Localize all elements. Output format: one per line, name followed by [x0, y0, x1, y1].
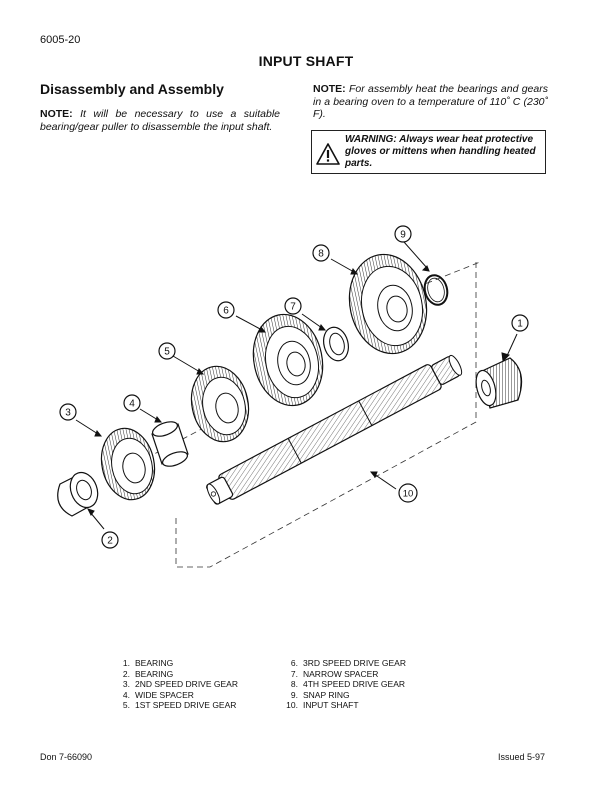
legend-number: 9.	[290, 689, 298, 700]
parts-legend-right: 6. 3RD SPEED DRIVE GEAR 7. NARROW SPACER 8…	[283, 658, 406, 711]
callout-1: 1	[511, 314, 529, 332]
legend-item: 9. SNAP RING	[283, 690, 406, 701]
callout-number: 9	[400, 230, 406, 241]
wide-spacer	[151, 421, 189, 467]
legend-label: 2ND SPEED DRIVE GEAR	[135, 679, 238, 689]
gear-1st-speed	[190, 365, 250, 443]
warning-triangle-icon	[316, 143, 340, 165]
note-text: For assembly heat the bearings and gears…	[313, 83, 548, 120]
legend-label: BEARING	[135, 658, 174, 668]
legend-item: 2. BEARING	[115, 669, 238, 680]
legend-item: 6. 3RD SPEED DRIVE GEAR	[283, 658, 406, 669]
narrow-spacer	[323, 326, 349, 362]
callout-6: 6	[217, 301, 235, 319]
legend-item: 3. 2ND SPEED DRIVE GEAR	[115, 679, 238, 690]
callout-number: 8	[318, 249, 324, 260]
note-label: NOTE:	[313, 83, 346, 95]
callout-2: 2	[101, 531, 119, 549]
note-label: NOTE:	[40, 108, 73, 120]
legend-item: 10. INPUT SHAFT	[283, 700, 406, 711]
legend-label: BEARING	[135, 668, 174, 679]
callout-5: 5	[158, 342, 176, 360]
document-number: Don 7-66090	[40, 752, 93, 762]
note-heating: NOTE: For assembly heat the bearings and…	[313, 83, 548, 121]
legend-number: 3.	[122, 679, 130, 689]
gear-2nd-speed	[100, 427, 156, 501]
legend-label: WIDE SPACER	[135, 689, 194, 700]
legend-label: 3RD SPEED DRIVE GEAR	[303, 658, 406, 668]
legend-number: 1.	[122, 658, 130, 668]
warning-text: WARNING: Always wear heat protective glo…	[345, 134, 536, 169]
legend-label: 1ST SPEED DRIVE GEAR	[135, 700, 237, 710]
callout-leaders	[75, 241, 518, 530]
warning-box: WARNING: Always wear heat protective glo…	[311, 130, 546, 174]
legend-number: 6.	[290, 658, 298, 668]
callout-number: 7	[290, 302, 296, 313]
bearing-2	[57, 471, 99, 517]
snap-ring	[423, 274, 449, 306]
note-text: It will be necessary to use a suitable b…	[40, 108, 280, 133]
legend-item: 4. WIDE SPACER	[115, 690, 238, 701]
note-puller: NOTE: It will be necessary to use a suit…	[40, 108, 280, 133]
callout-number: 6	[223, 306, 229, 317]
legend-label: 4TH SPEED DRIVE GEAR	[303, 679, 406, 689]
legend-number: 4.	[122, 689, 130, 700]
legend-item: 7. NARROW SPACER	[283, 669, 406, 680]
callout-number: 4	[129, 399, 135, 410]
legend-item: 8. 4TH SPEED DRIVE GEAR	[283, 679, 406, 690]
callout-9: 9	[394, 225, 412, 243]
callout-8: 8	[312, 244, 330, 262]
input-shaft	[206, 354, 463, 505]
legend-label: INPUT SHAFT	[303, 700, 359, 710]
section-heading: Disassembly and Assembly	[40, 81, 224, 97]
input-shaft-exploded-diagram: 1 2 3 4 5 6 7 8 9 10	[57, 225, 529, 568]
page-title: INPUT SHAFT	[258, 53, 354, 69]
callout-number: 3	[65, 408, 71, 419]
bearing-1	[475, 357, 523, 409]
legend-number: 10.	[286, 700, 298, 710]
callout-number: 2	[107, 536, 113, 547]
gear-3rd-speed	[252, 313, 324, 407]
legend-label: NARROW SPACER	[303, 668, 379, 679]
legend-number: 2.	[122, 668, 130, 679]
callout-number: 10	[403, 489, 414, 500]
callout-number: 5	[164, 347, 170, 358]
legend-item: 1. BEARING	[115, 658, 238, 669]
page-number: 6005-20	[40, 34, 81, 46]
callout-7: 7	[284, 297, 302, 315]
issue-date: Issued 5-97	[498, 752, 546, 762]
legend-item: 5. 1ST SPEED DRIVE GEAR	[115, 700, 238, 711]
callout-4: 4	[123, 394, 141, 412]
parts-legend-left: 1. BEARING 2. BEARING 3. 2ND SPEED DRIVE GE…	[115, 658, 238, 711]
legend-number: 8.	[290, 679, 298, 689]
gear-4th-speed	[348, 253, 428, 355]
legend-number: 7.	[290, 668, 298, 679]
callout-number: 1	[517, 319, 523, 330]
callout-10: 10	[398, 483, 418, 503]
legend-label: SNAP RING	[303, 689, 350, 700]
legend-number: 5.	[122, 700, 130, 710]
callout-3: 3	[59, 403, 77, 421]
